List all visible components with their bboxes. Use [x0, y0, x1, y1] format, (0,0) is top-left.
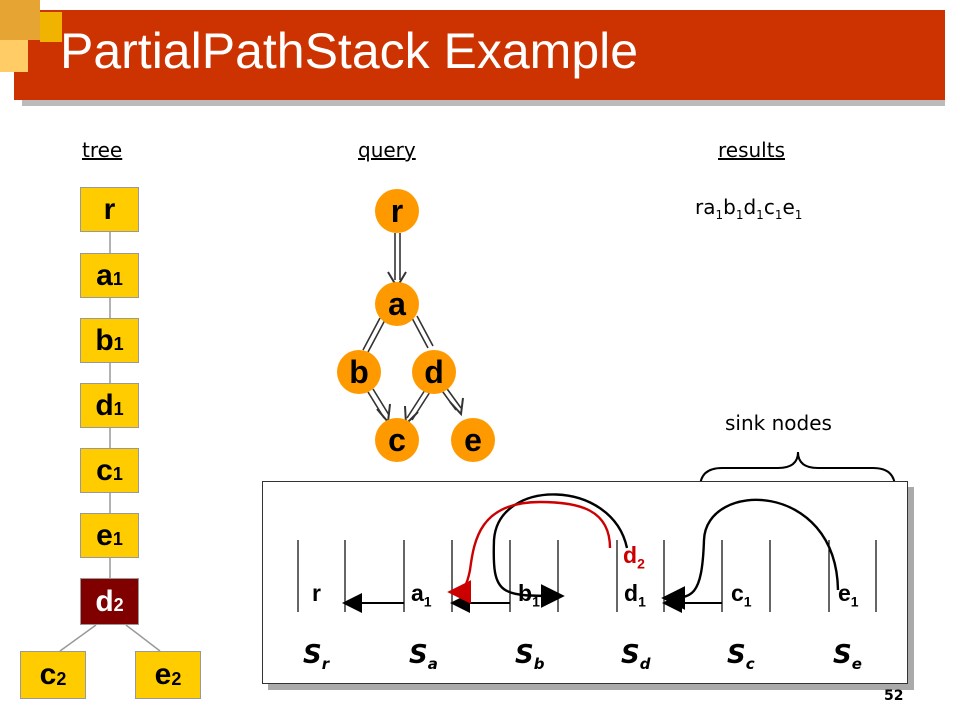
page-number: 52 — [884, 688, 904, 704]
stack-panel — [262, 481, 908, 684]
query-node-e: e — [451, 418, 495, 462]
stack-item: r — [312, 580, 321, 606]
title-bar — [14, 10, 945, 100]
stack-item: e1 — [838, 580, 859, 610]
stack-name: Sd — [621, 640, 651, 674]
title-decoration-square — [40, 12, 62, 42]
query-node-c: c — [375, 418, 419, 462]
stack-item: c1 — [731, 580, 752, 610]
stack-name: Sc — [727, 640, 755, 674]
stack-name: Sa — [409, 640, 438, 674]
tree-node: r — [80, 187, 139, 232]
query-header: query — [358, 138, 416, 162]
results-text: ra1b1d1c1e1 — [695, 195, 803, 222]
results-header: results — [718, 138, 786, 162]
query-node-a: a — [375, 282, 419, 326]
stack-name: Se — [833, 640, 862, 674]
stack-item: a1 — [411, 580, 432, 610]
title-shadow — [22, 100, 945, 106]
stack-name: Sr — [303, 640, 330, 674]
tree-header: tree — [82, 138, 123, 162]
title-decoration-square — [0, 0, 40, 40]
sink-nodes-label: sink nodes — [725, 411, 832, 435]
stack-item: d1 — [624, 580, 646, 610]
stack-item: b1 — [518, 580, 540, 610]
slide-title: PartialPathStack Example — [60, 23, 639, 79]
stack-item-d2: d2 — [623, 542, 645, 572]
query-node-d: d — [412, 350, 456, 394]
query-node-r: r — [375, 189, 419, 233]
query-node-b: b — [337, 350, 381, 394]
title-decoration-square — [0, 40, 28, 72]
stack-name: Sb — [515, 640, 545, 674]
